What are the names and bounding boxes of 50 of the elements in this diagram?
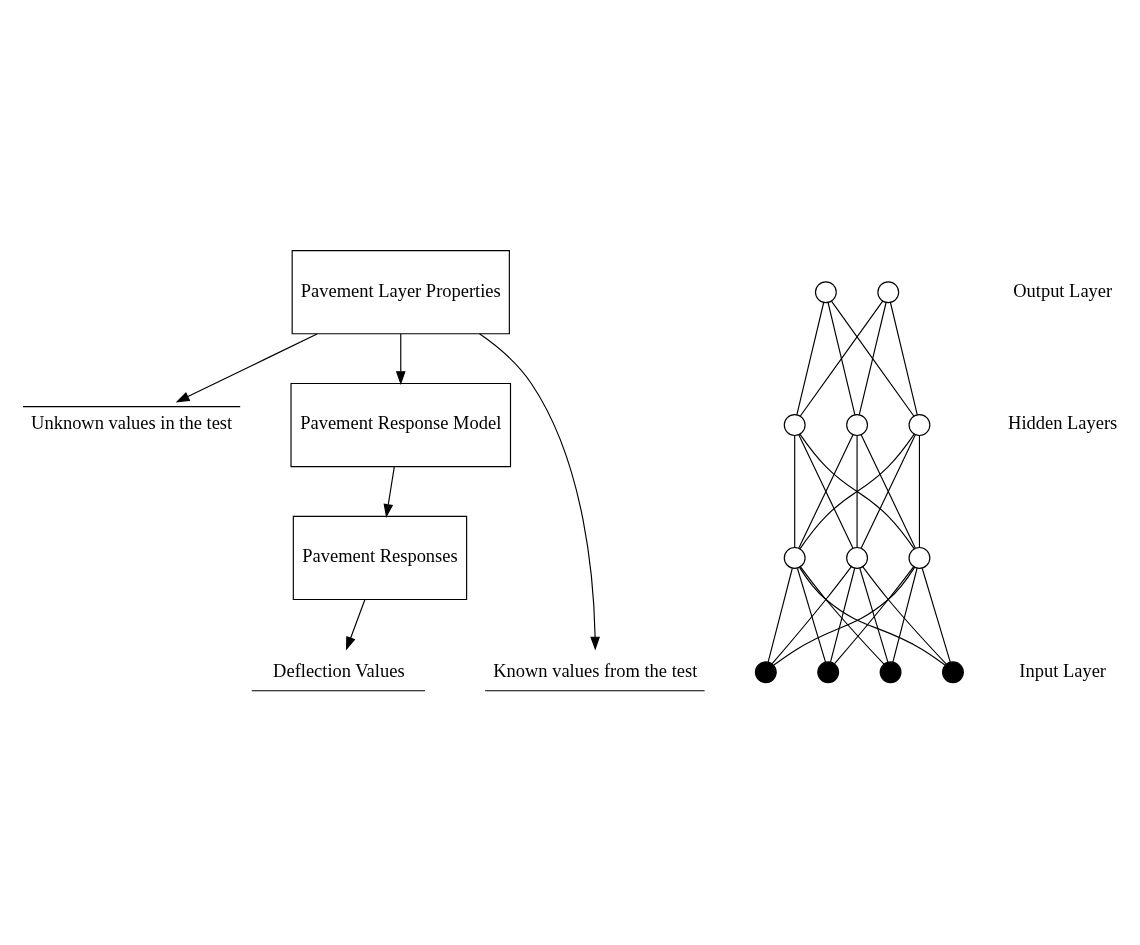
node-text: Unknown values in the test [31, 412, 233, 433]
connector [773, 566, 916, 666]
connector [771, 565, 852, 664]
connector [918, 434, 921, 548]
node-circle [908, 413, 931, 436]
connector [856, 434, 858, 548]
node-circle [814, 280, 837, 303]
connector [859, 567, 889, 663]
connector [794, 434, 796, 548]
connector [834, 565, 915, 664]
label: Hidden Layers [1008, 412, 1118, 433]
connector [796, 567, 827, 663]
node-circle [783, 413, 806, 436]
connector [921, 567, 951, 663]
arrow [383, 465, 395, 518]
node-circle [941, 660, 964, 683]
node-circle [877, 280, 900, 303]
connector [830, 300, 915, 417]
arrow [395, 332, 406, 385]
connector [858, 301, 887, 415]
connector [799, 300, 884, 417]
node-text: Known values from the test [493, 660, 698, 681]
label: Output Layer [1013, 280, 1113, 301]
arrow [346, 598, 366, 651]
node-circle [846, 546, 869, 569]
connector [798, 433, 854, 549]
connector [860, 433, 916, 549]
connector [799, 433, 915, 549]
node-circle [817, 660, 840, 683]
node-box: Pavement Layer Properties [291, 249, 510, 334]
label: Input Layer [1019, 660, 1107, 681]
connector [827, 301, 856, 415]
connector [767, 567, 793, 663]
node-circle [846, 413, 869, 436]
node-box: Pavement Response Model [290, 382, 512, 467]
connector [889, 301, 918, 415]
connector [799, 565, 885, 665]
node-box: Pavement Responses [292, 515, 468, 600]
arrow [175, 332, 318, 403]
arrow [478, 332, 600, 651]
connector [798, 566, 946, 666]
node-circle [754, 660, 777, 683]
connector [892, 567, 918, 663]
node-circle [908, 546, 931, 569]
node-text: Deflection Values [273, 660, 405, 681]
connector [829, 567, 856, 663]
connector [796, 301, 825, 415]
connector [862, 565, 947, 665]
node-circle [879, 660, 902, 683]
node-circle [783, 546, 806, 569]
